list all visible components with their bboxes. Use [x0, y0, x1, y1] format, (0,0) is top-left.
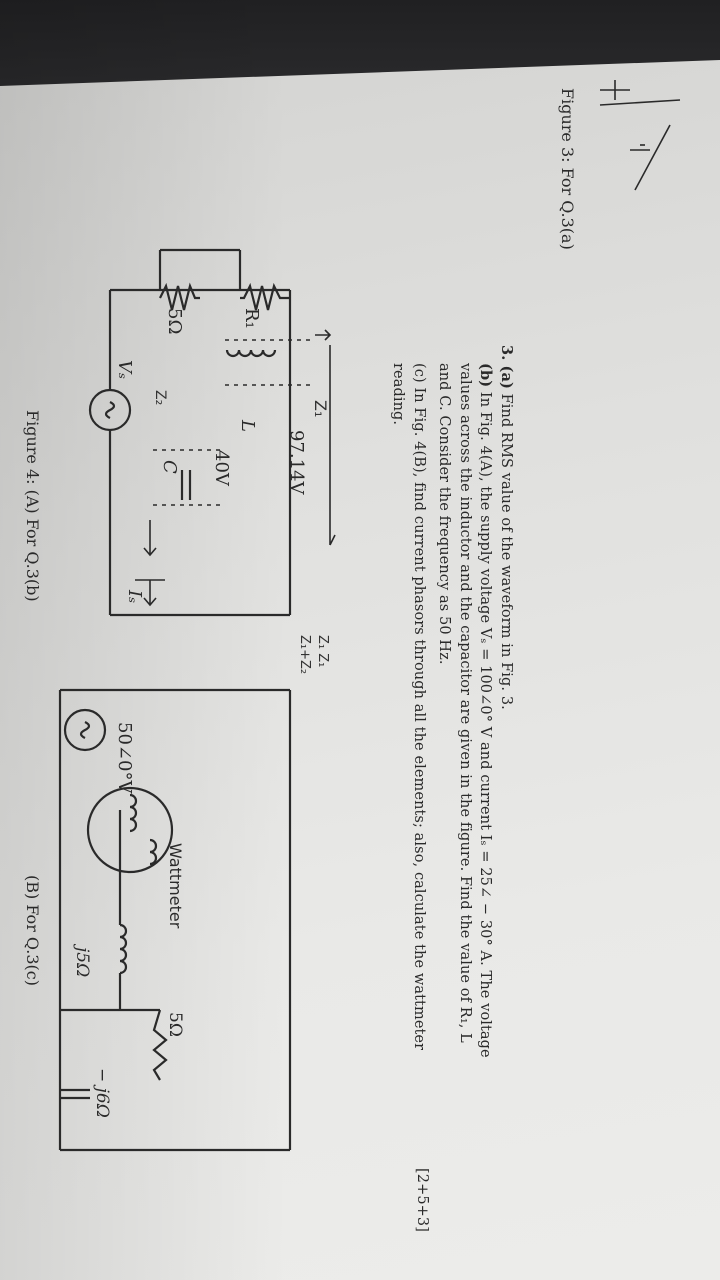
figure3-remnant — [599, 80, 681, 191]
rotated-exam-page: Figure 3: For Q.3(a) 3. (a) Find RMS val… — [10, 50, 710, 1232]
source-50v-label: 50∠0°V — [114, 722, 135, 794]
resistor-5ohm-b-label: 5Ω — [165, 1012, 185, 1037]
inductor-j5-label: j5Ω — [72, 947, 92, 978]
figure4b-circuit — [58, 688, 292, 1152]
r1-resistor — [240, 282, 290, 311]
voltage-source-50v — [63, 708, 107, 752]
capacitor-j6-label: − j6Ω — [92, 1068, 112, 1118]
wattmeter-label: Wattmeter — [166, 843, 185, 929]
inductor-l — [225, 349, 277, 358]
figure4b-caption: (B) For Q.3(c) — [23, 875, 42, 986]
capacitor-c — [180, 470, 192, 500]
voltage-source-vs — [88, 388, 132, 432]
resistor-5ohm — [159, 282, 200, 311]
wattmeter — [86, 786, 174, 874]
figure4a-circuit — [88, 248, 336, 617]
paper-sheet — [0, 60, 720, 1280]
resistor-5ohm-b — [152, 1009, 168, 1081]
inductor-j5 — [119, 923, 128, 975]
